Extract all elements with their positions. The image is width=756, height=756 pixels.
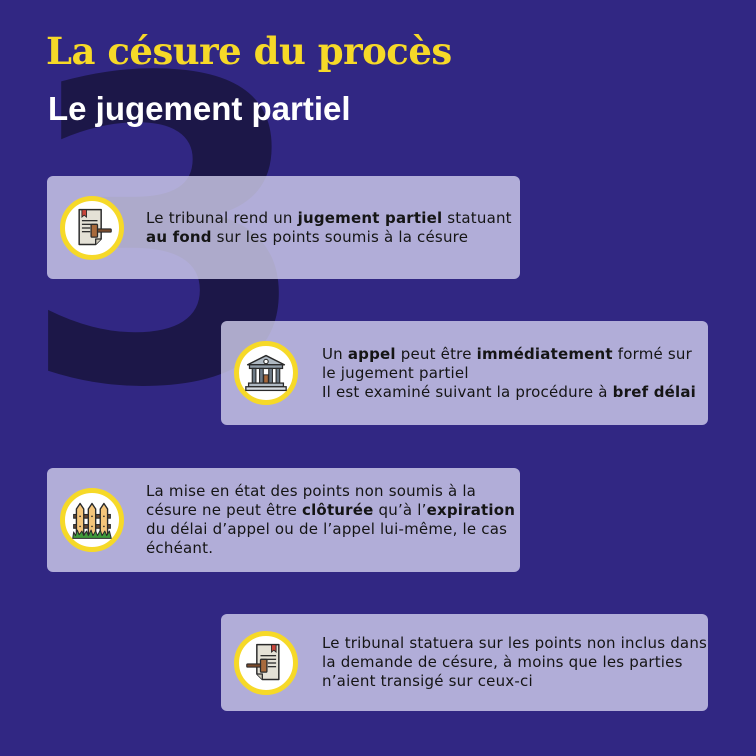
emphasis: immédiatement [476, 344, 613, 363]
info-card-remaining-points: Le tribunal statuera sur les points non … [221, 614, 708, 711]
fence-icon [60, 488, 124, 552]
emphasis: appel [347, 344, 396, 363]
page-subtitle: Le jugement partiel [48, 90, 351, 127]
emphasis: expiration [426, 501, 516, 519]
card-text: Le tribunal statuera sur les points non … [322, 634, 708, 690]
emphasis: au fond [146, 227, 212, 246]
emphasis: clôturée [302, 501, 374, 519]
courthouse-icon [234, 341, 298, 405]
info-card-appeal: Un appel peut être immédiatement formé s… [221, 321, 708, 425]
card-text: Le tribunal rend un jugement partiel sta… [146, 208, 512, 246]
emphasis: jugement partiel [297, 208, 443, 227]
gavel-document-icon [234, 630, 298, 695]
gavel-document-icon [60, 195, 124, 260]
card-text: La mise en état des points non soumis à … [146, 482, 516, 557]
info-card-partial-judgment: Le tribunal rend un jugement partiel sta… [47, 176, 520, 279]
page-title: La césure du procès [46, 29, 452, 73]
info-card-closing: La mise en état des points non soumis à … [47, 468, 520, 572]
card-text: Un appel peut être immédiatement formé s… [322, 344, 697, 401]
emphasis: bref délai [612, 382, 697, 401]
